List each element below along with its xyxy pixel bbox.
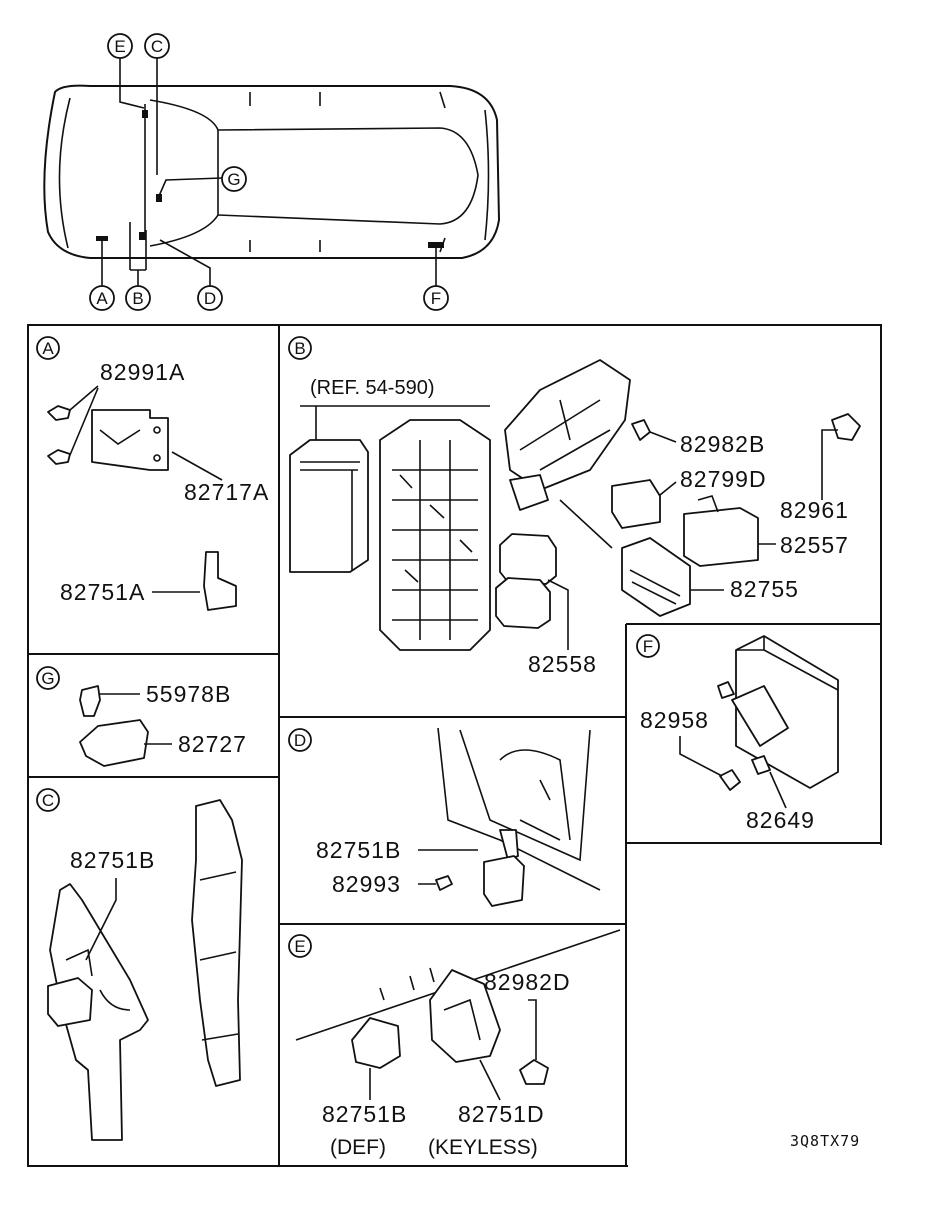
part-82558: 82558	[528, 651, 597, 677]
callout-d: D	[197, 285, 223, 311]
note-keyless: (KEYLESS)	[428, 1136, 538, 1159]
svg-text:B: B	[132, 289, 143, 308]
part-82751b-d: 82751B	[316, 837, 401, 863]
callout-e: E	[107, 33, 133, 59]
part-82751a: 82751A	[60, 579, 145, 605]
panel-c-tag: C	[36, 788, 60, 812]
part-82991a: 82991A	[100, 359, 185, 385]
panel-g: G 55978B 82727	[36, 666, 247, 767]
svg-text:B: B	[294, 339, 305, 358]
part-55978b: 55978B	[146, 681, 231, 707]
callout-c: C	[144, 33, 170, 59]
panel-e-tag: E	[288, 934, 312, 958]
panel-d-tag: D	[288, 728, 312, 752]
panel-b: B (REF. 54-590)	[288, 336, 861, 677]
callout-g: G	[221, 166, 247, 192]
svg-text:E: E	[114, 37, 125, 56]
svg-text:D: D	[204, 289, 216, 308]
part-82755: 82755	[730, 576, 799, 602]
note-def: (DEF)	[330, 1136, 386, 1159]
svg-text:E: E	[294, 937, 305, 956]
panel-c: C 82751B	[36, 788, 243, 1141]
part-82557: 82557	[780, 532, 849, 558]
part-82717a: 82717A	[184, 479, 269, 505]
vehicle-overview	[43, 58, 501, 286]
svg-text:G: G	[41, 669, 54, 688]
svg-text:D: D	[294, 731, 306, 750]
part-82751b-e: 82751B	[322, 1101, 407, 1127]
callout-b: B	[125, 285, 151, 311]
part-82958: 82958	[640, 707, 709, 733]
part-82751b-c: 82751B	[70, 847, 155, 873]
panel-d: D 82751B 82993	[288, 727, 601, 907]
part-82982d: 82982D	[484, 969, 571, 995]
panel-f-tag: F	[636, 634, 660, 658]
panel-g-tag: G	[36, 666, 60, 690]
panel-a-tag: A	[36, 336, 60, 360]
callout-f: F	[423, 285, 449, 311]
figure-code: 3Q8TX79	[790, 1132, 860, 1150]
panel-a: A 82991A 82717A 82751A	[36, 336, 269, 611]
part-82961: 82961	[780, 497, 849, 523]
svg-text:G: G	[227, 170, 240, 189]
panel-b-tag: B	[288, 336, 312, 360]
part-82982b: 82982B	[680, 431, 765, 457]
part-82727: 82727	[178, 731, 247, 757]
part-82649: 82649	[746, 807, 815, 833]
svg-text:C: C	[42, 791, 54, 810]
ref-note: (REF. 54-590)	[310, 377, 435, 399]
svg-text:F: F	[643, 637, 653, 656]
part-82799d: 82799D	[680, 466, 767, 492]
callout-a: A	[89, 285, 115, 311]
svg-text:C: C	[151, 37, 163, 56]
part-82751d: 82751D	[458, 1101, 545, 1127]
part-82993: 82993	[332, 871, 401, 897]
svg-text:A: A	[42, 339, 54, 358]
panel-e: E 82982D 82751B 82751D (DEF) (KEYLESS)	[288, 929, 621, 1159]
svg-text:F: F	[431, 289, 441, 308]
panel-f: F 82958 82649	[636, 634, 839, 833]
svg-text:A: A	[96, 289, 108, 308]
